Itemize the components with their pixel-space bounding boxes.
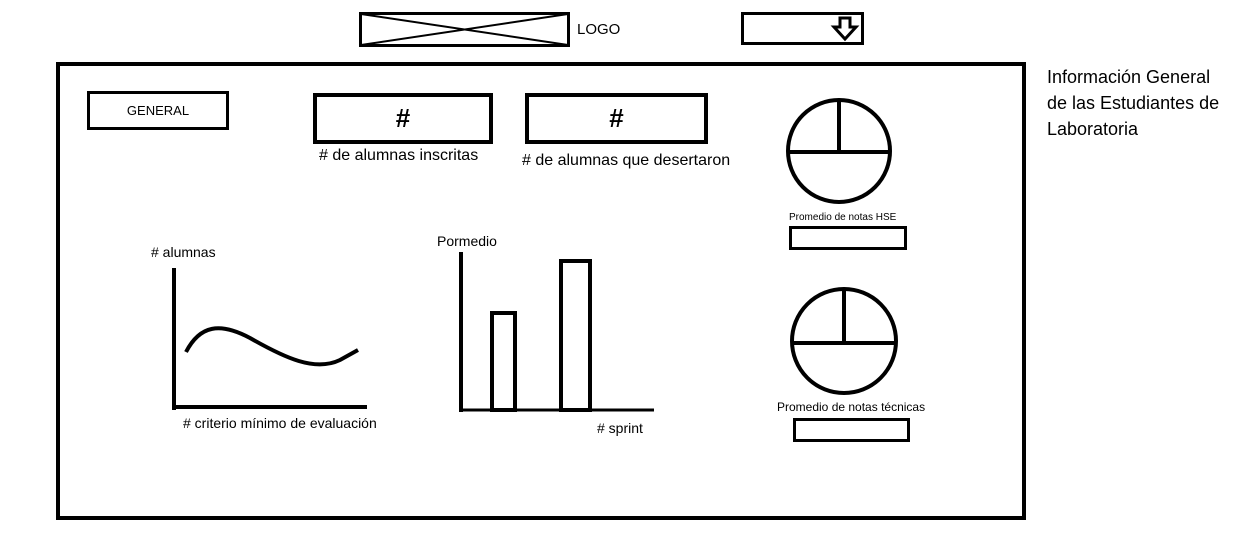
bar-chart-bar	[559, 259, 592, 412]
general-button[interactable]: GENERAL	[87, 91, 229, 130]
dropdown-button[interactable]	[741, 12, 864, 45]
bar-chart-ylabel: Pormedio	[437, 233, 497, 249]
description-line: Laboratoria	[1047, 119, 1139, 139]
bar-chart-bar	[490, 311, 517, 412]
kpi-enrolled-caption: # de alumnas inscritas	[319, 147, 479, 164]
image-placeholder-icon	[359, 12, 570, 47]
description-line: Información General	[1047, 67, 1211, 87]
arrow-down-icon	[830, 16, 860, 42]
logo-text: LOGO	[577, 21, 621, 38]
pie-tech-caption: Promedio de notas técnicas	[777, 400, 926, 414]
kpi-dropped-number: #	[609, 103, 624, 133]
kpi-dropped-caption: # de alumnas que desertaron	[522, 152, 731, 169]
logo-placeholder	[359, 12, 570, 47]
line-chart-curve	[184, 326, 359, 367]
line-chart-ylabel: # alumnas	[151, 244, 216, 260]
pie-hse-caption: Promedio de notas HSE	[789, 212, 897, 223]
pie-hse-value-field	[789, 226, 907, 250]
dashboard-panel	[56, 62, 1026, 520]
kpi-enrolled-number: #	[395, 103, 411, 133]
description-line: de las Estudiantes de	[1047, 93, 1220, 113]
pie-tech-value-field	[793, 418, 910, 442]
page-description: Información General de las Estudiantes d…	[1047, 64, 1219, 142]
line-chart-xlabel: # criterio mínimo de evaluación	[183, 415, 377, 431]
bar-chart-xlabel: # sprint	[597, 420, 643, 436]
general-button-label: GENERAL	[126, 103, 190, 118]
kpi-enrolled-value: #	[313, 93, 493, 144]
kpi-dropped-value: #	[525, 93, 708, 144]
